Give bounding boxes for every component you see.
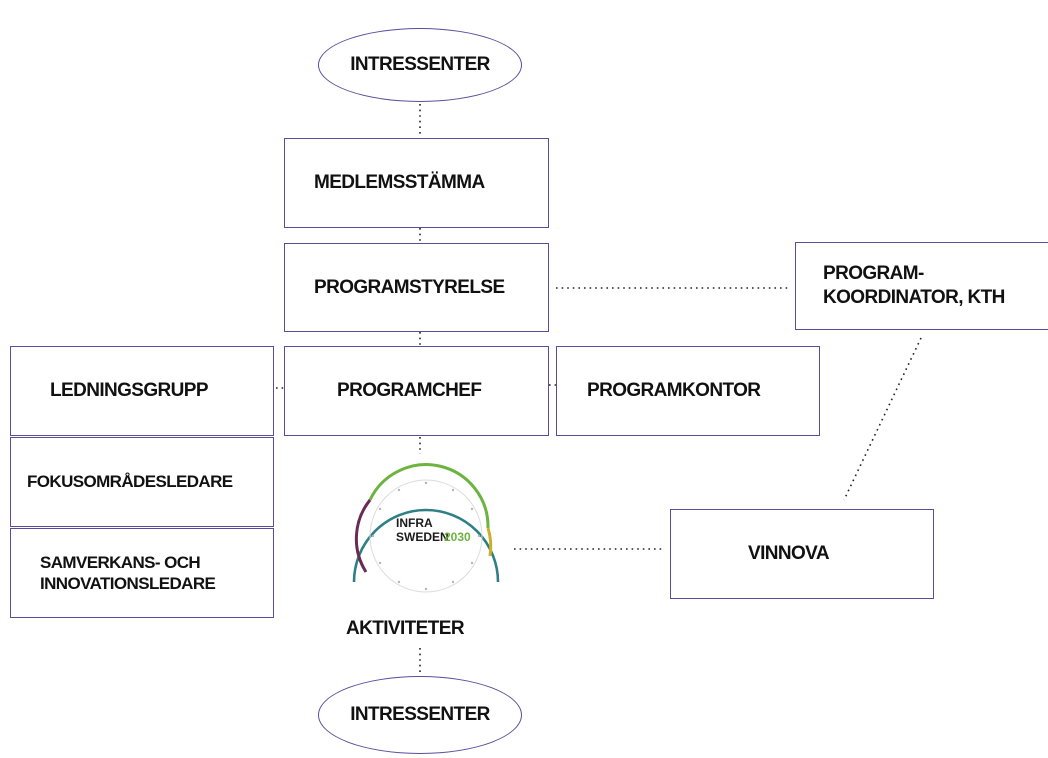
connector-koordinator-vinnova [843, 337, 922, 501]
infra-sweden-logo: INFRA SWEDEN 2030 [352, 463, 500, 593]
logo-infra-text: INFRA [396, 516, 433, 530]
programstyrelse-box: PROGRAMSTYRELSE [284, 243, 549, 332]
programchef-box: PROGRAMCHEF [284, 346, 549, 436]
samverkans-box: SAMVERKANS- OCH INNOVATIONSLEDARE [10, 528, 274, 618]
programchef-label: PROGRAMCHEF [337, 380, 482, 402]
intressenter-bottom-label: INTRESSENTER [350, 704, 490, 726]
medlemsstamma-box: MEDLEMSSTÄMMA [284, 138, 549, 228]
logo-arc-yellow [486, 527, 493, 557]
ledningsgrupp-label: LEDNINGSGRUPP [50, 380, 209, 402]
programkontor-box: PROGRAMKONTOR [556, 346, 820, 436]
vinnova-box: VINNOVA [670, 509, 934, 599]
fokusomradesledare-box: FOKUSOMRÅDESLEDARE [10, 437, 274, 527]
fokusomradesledare-label: FOKUSOMRÅDESLEDARE [27, 472, 233, 492]
samverkans-label-line2: INNOVATIONSLEDARE [40, 574, 216, 593]
intressenter-top-label: INTRESSENTER [350, 54, 490, 76]
programkontor-label: PROGRAMKONTOR [587, 380, 761, 402]
samverkans-label: SAMVERKANS- OCH INNOVATIONSLEDARE [40, 552, 216, 595]
ledningsgrupp-box: LEDNINGSGRUPP [10, 346, 274, 436]
programkoordinator-label-line2: KOORDINATOR, KTH [823, 287, 1005, 308]
aktiviteter-label: AKTIVITETER [346, 618, 465, 639]
programstyrelse-label: PROGRAMSTYRELSE [314, 276, 505, 298]
logo-arc-green [368, 463, 490, 529]
logo-year-text: 2030 [444, 530, 471, 544]
programkoordinator-label: PROGRAM- KOORDINATOR, KTH [823, 262, 1005, 310]
medlemsstamma-label: MEDLEMSSTÄMMA [314, 172, 485, 194]
programkoordinator-box: PROGRAM- KOORDINATOR, KTH [795, 242, 1048, 330]
logo-arc-purple [354, 499, 372, 573]
intressenter-bottom-node: INTRESSENTER [318, 676, 522, 754]
intressenter-top-node: INTRESSENTER [318, 28, 522, 102]
programkoordinator-label-line1: PROGRAM- [823, 263, 924, 285]
vinnova-label: VINNOVA [748, 543, 830, 565]
samverkans-label-line1: SAMVERKANS- OCH [40, 552, 201, 572]
logo-inner-ring [369, 479, 483, 593]
logo-sweden-text: SWEDEN [396, 530, 449, 544]
